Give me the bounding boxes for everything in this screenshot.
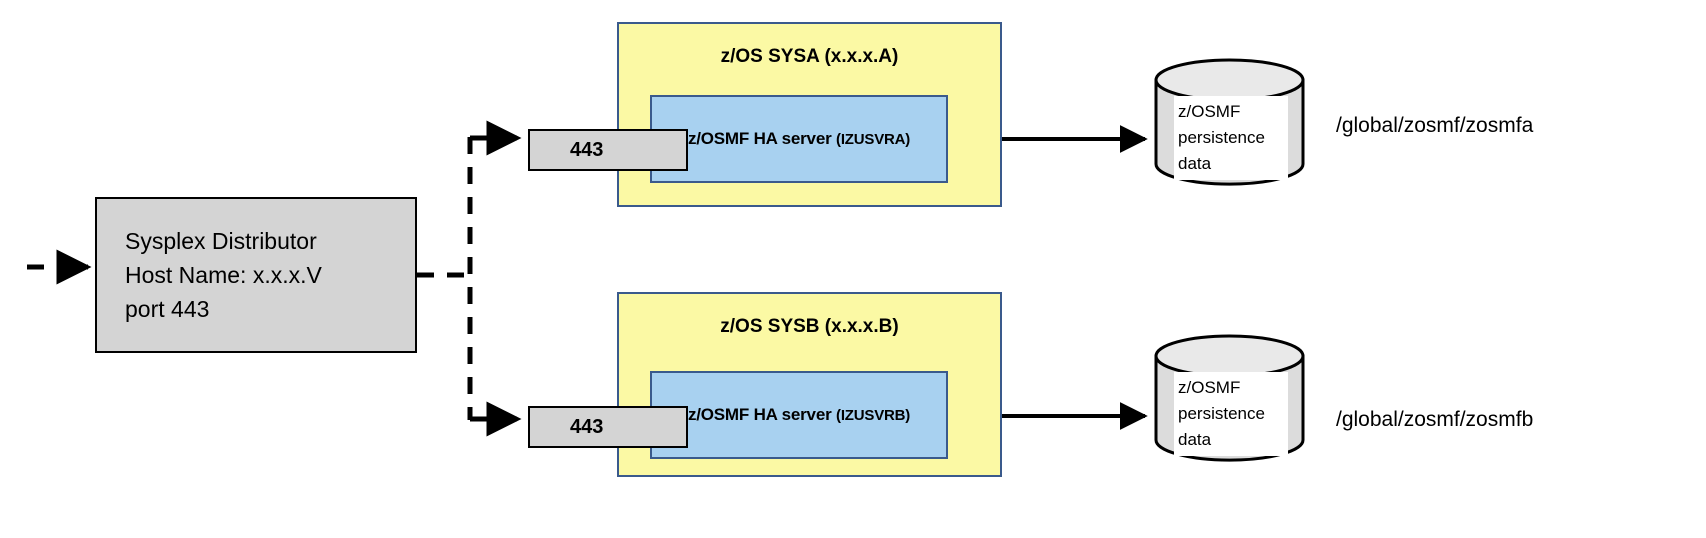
db-b-line-1: z/OSMF	[1178, 378, 1241, 397]
server-instance-b: (IZUSVRB)	[836, 407, 911, 424]
mount-path-sysa: /global/zosmf/zosmfa	[1336, 114, 1534, 137]
database-text-a: z/OSMF persistence data	[1174, 96, 1288, 180]
lpar-title-sysb: z/OS SYSB (x.x.x.B)	[720, 316, 899, 337]
port-box-sysa: 443	[528, 129, 688, 171]
db-b-line-2: persistence	[1178, 404, 1265, 423]
server-box-izusvrb: z/OSMF HA server (IZUSVRB)	[650, 371, 948, 459]
server-name-a: z/OSMF HA server	[687, 129, 832, 148]
distributor-line-3: port 443	[125, 296, 210, 322]
distributor-line-1: Sysplex Distributor	[125, 228, 317, 254]
lpar-title-sysa: z/OS SYSA (x.x.x.A)	[720, 46, 899, 67]
server-instance-a: (IZUSVRA)	[836, 131, 911, 148]
server-box-izusvra: z/OSMF HA server (IZUSVRA)	[650, 95, 948, 183]
database-text-b: z/OSMF persistence data	[1174, 372, 1288, 456]
port-label-sysb: 443	[570, 415, 604, 438]
db-a-line-2: persistence	[1178, 128, 1265, 147]
db-a-line-3: data	[1178, 154, 1212, 173]
sysplex-distributor-box: Sysplex Distributor Host Name: x.x.x.V p…	[95, 197, 417, 353]
db-a-line-1: z/OSMF	[1178, 102, 1241, 121]
distributor-line-2: Host Name: x.x.x.V	[125, 262, 322, 288]
port-label-sysa: 443	[570, 138, 604, 161]
database-cylinder-sysa: z/OSMF persistence data	[1152, 58, 1307, 186]
port-box-sysb: 443	[528, 406, 688, 448]
server-label-izusvra: z/OSMF HA server (IZUSVRA)	[688, 129, 910, 149]
db-b-line-3: data	[1178, 430, 1212, 449]
mount-path-sysb: /global/zosmf/zosmfb	[1336, 408, 1534, 431]
server-label-izusvrb: z/OSMF HA server (IZUSVRB)	[688, 405, 910, 425]
server-name-b: z/OSMF HA server	[687, 405, 832, 424]
database-cylinder-sysb: z/OSMF persistence data	[1152, 334, 1307, 462]
distributor-to-ports-dashed-path	[417, 120, 522, 437]
